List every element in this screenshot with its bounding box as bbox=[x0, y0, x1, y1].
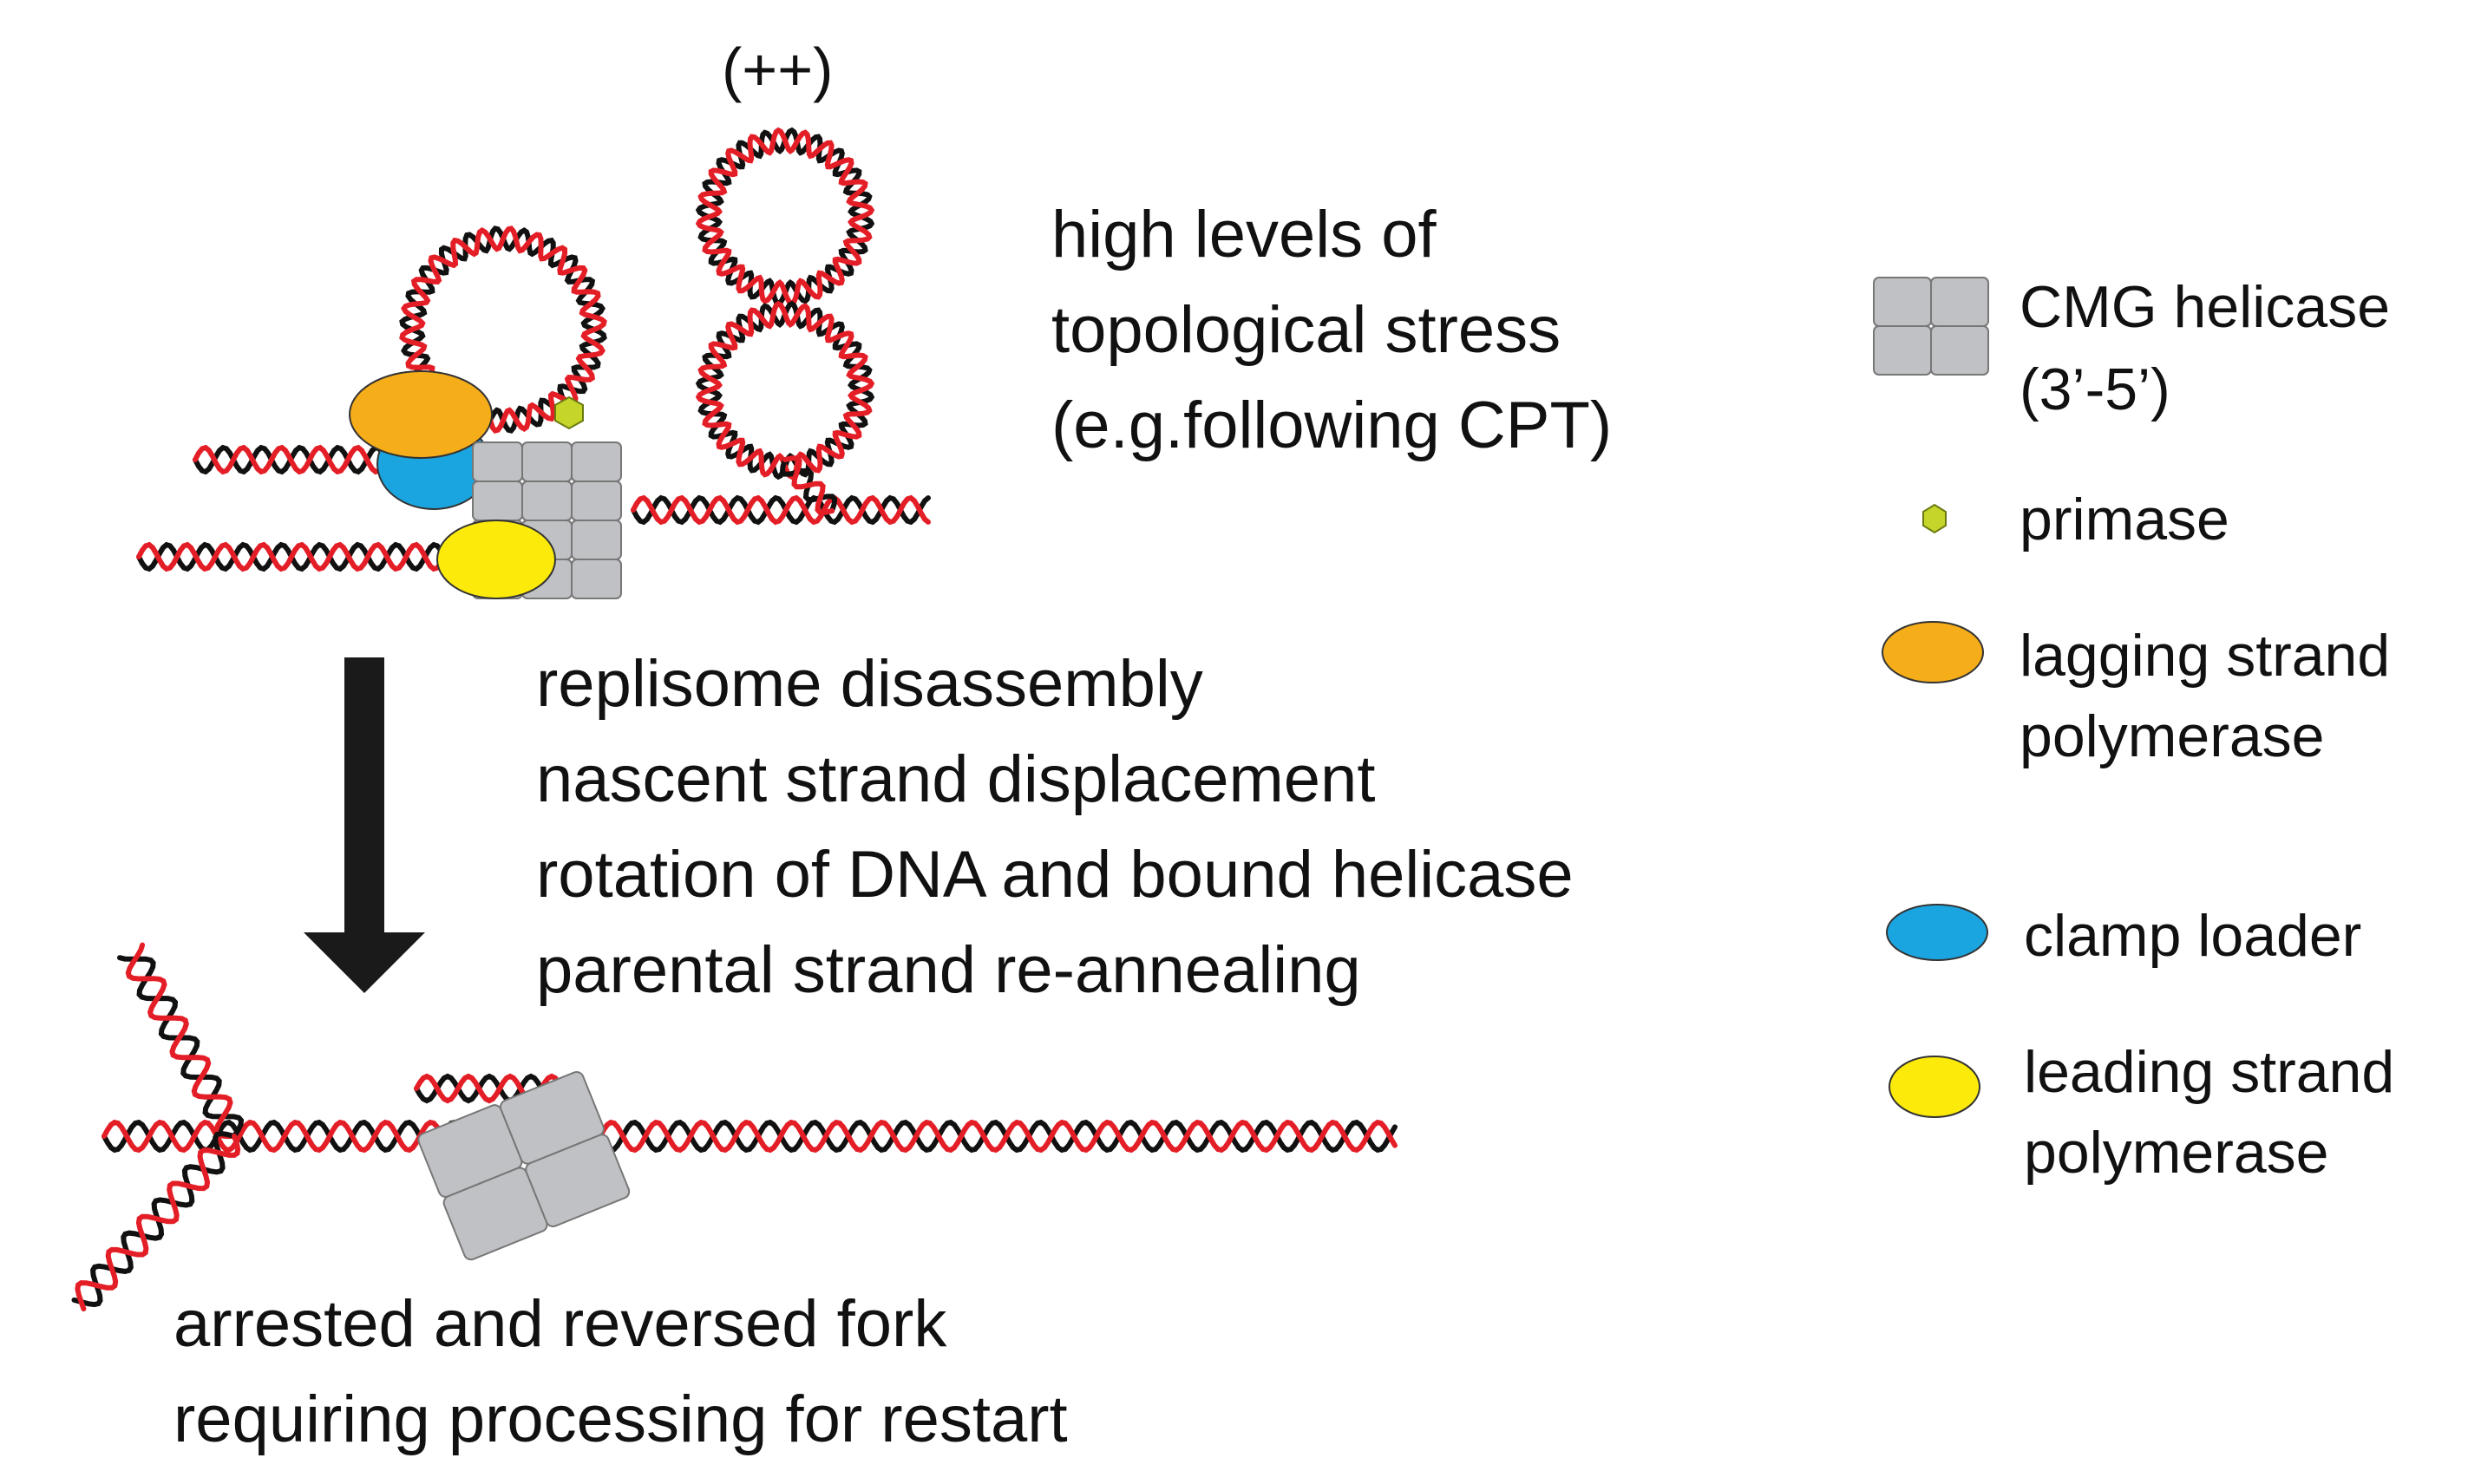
stress-line-3: (e.g.following CPT) bbox=[1051, 389, 1613, 462]
bottom-main-duplex-strand-b bbox=[101, 1119, 1398, 1154]
top-right-duplex-strand-a bbox=[631, 494, 931, 526]
bottom-upper-arm-strand-b bbox=[125, 942, 237, 1140]
stress-line-1: high levels of bbox=[1051, 198, 1437, 271]
primase-icon bbox=[1922, 503, 1947, 534]
step-1: replisome disassembly bbox=[536, 647, 1203, 721]
replisome-proteins bbox=[349, 370, 631, 1261]
supercoil-upper-loop-strand-b bbox=[695, 127, 875, 307]
leading-strand-polymerase bbox=[436, 520, 556, 599]
legend-lagging-line-2: polymerase bbox=[2020, 703, 2325, 769]
clamp-loader-icon bbox=[1886, 904, 1988, 961]
step-2: nascent strand displacement bbox=[536, 742, 1376, 816]
fork-line-2: requiring processing for restart bbox=[173, 1383, 1068, 1456]
legend-leading-line-2: polymerase bbox=[2024, 1120, 2329, 1186]
step-4: parental strand re-annealing bbox=[536, 933, 1361, 1007]
lagging-strand-polymerase bbox=[349, 370, 493, 459]
supercoil-label: (++) bbox=[722, 36, 834, 103]
stress-line-2: topological stress bbox=[1051, 293, 1561, 367]
dna-strands bbox=[71, 127, 1398, 1311]
top-lagging-loop-strand-b bbox=[399, 226, 607, 434]
supercoil-upper-loop-strand-a bbox=[695, 127, 875, 307]
top-left-lower-duplex-strand-b bbox=[136, 541, 457, 572]
primase bbox=[554, 396, 584, 430]
step-3: rotation of DNA and bound helicase bbox=[536, 838, 1574, 912]
top-left-lower-duplex-strand-a bbox=[136, 541, 457, 572]
leading-polymerase-icon bbox=[1889, 1056, 1980, 1118]
supercoil-stem-strand-b bbox=[782, 455, 835, 515]
bottom-lower-arm-strand-b bbox=[75, 1134, 241, 1311]
cmg-helicase-icon bbox=[1873, 277, 1989, 376]
lagging-polymerase-icon bbox=[1882, 621, 1984, 683]
bottom-main-duplex-strand-a bbox=[101, 1119, 1398, 1154]
fork-line-1: arrested and reversed fork bbox=[173, 1287, 947, 1361]
bottom-upper-arm-strand-a bbox=[117, 955, 245, 1139]
bottom-lower-arm-strand-a bbox=[71, 1130, 237, 1308]
legend-lagging-line-1: lagging strand bbox=[2020, 623, 2391, 689]
top-right-duplex-strand-b bbox=[631, 494, 931, 526]
legend-helicase-line-1: CMG helicase bbox=[2020, 274, 2391, 340]
legend-clamp-loader: clamp loader bbox=[2024, 903, 2362, 969]
supercoil-lower-loop-strand-a bbox=[695, 300, 875, 481]
top-left-upper-duplex-strand-b bbox=[193, 444, 389, 475]
supercoil-lower-loop-strand-b bbox=[695, 300, 875, 481]
process-arrow bbox=[304, 657, 425, 993]
legend-icons bbox=[1873, 277, 1989, 1118]
cmg-helicase-bottom bbox=[417, 1070, 631, 1261]
legend-primase: primase bbox=[2020, 487, 2229, 552]
legend-leading-line-1: leading strand bbox=[2024, 1039, 2395, 1105]
legend-helicase-line-2: (3’-5’) bbox=[2020, 356, 2170, 422]
bottom-bubble-strand-b bbox=[414, 1073, 575, 1104]
